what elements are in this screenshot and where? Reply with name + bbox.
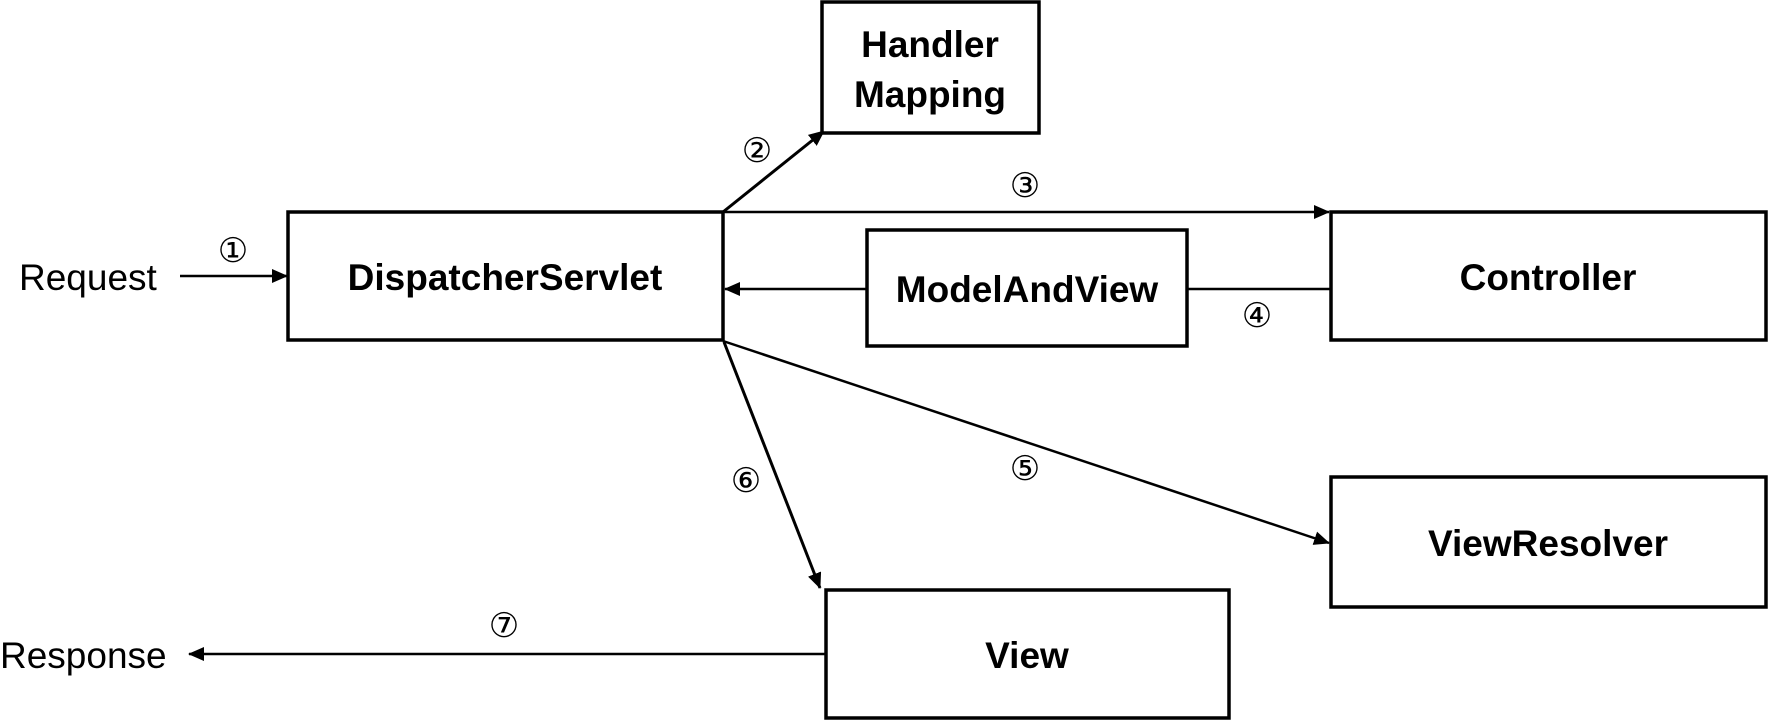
model-and-view-box (865, 228, 1189, 348)
step-2-label: ② (742, 131, 772, 171)
edge-dispatcher-to-viewresolver (722, 339, 1330, 545)
controller-box (1329, 210, 1768, 342)
view-box (824, 588, 1231, 720)
handler-mapping-label-line-2: Mapping (854, 74, 1006, 115)
model-and-view-label: ModelAndView (896, 269, 1159, 310)
edge-dispatcher-to-handler-mapping (722, 129, 825, 214)
handler-mapping-label-line-1: Handler (861, 24, 999, 65)
dispatcher-servlet-box (286, 210, 725, 342)
response-label: Response (0, 635, 167, 676)
handler-mapping-box (820, 0, 1041, 135)
controller-label: Controller (1460, 257, 1637, 298)
view-resolver-label: ViewResolver (1428, 523, 1668, 564)
dispatcher-servlet-label: DispatcherServlet (348, 257, 663, 298)
edge-dispatcher-to-view (722, 341, 822, 589)
request-label: Request (19, 257, 158, 298)
step-1-label: ① (218, 231, 248, 271)
step-4-label: ④ (1242, 296, 1272, 336)
step-3-label: ③ (1010, 166, 1040, 206)
view-resolver-box (1329, 475, 1768, 609)
step-6-label: ⑥ (731, 461, 761, 501)
view-label: View (985, 635, 1069, 676)
step-7-label: ⑦ (489, 606, 519, 646)
step-5-label: ⑤ (1010, 449, 1040, 489)
